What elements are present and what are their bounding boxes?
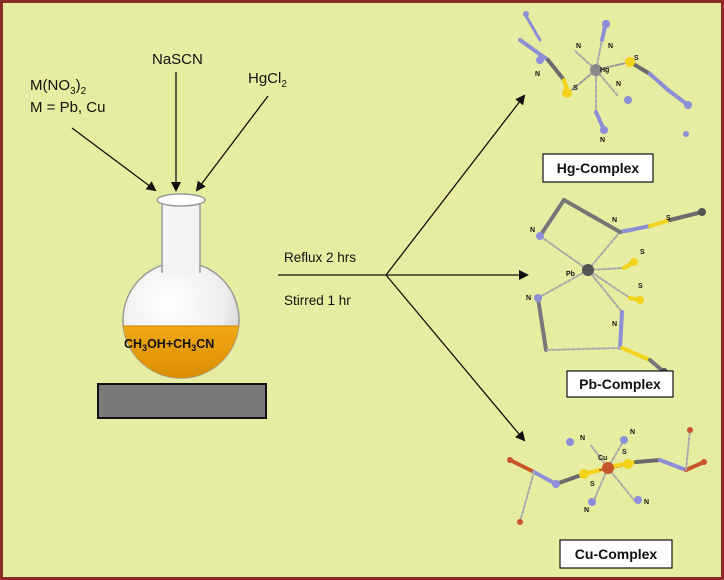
cu-n-label-4: N (644, 499, 649, 506)
metal-salt-arrow (71, 127, 157, 192)
pb-atom-label: Pb (566, 271, 575, 278)
hg-complex-structure: Hg S S N N N N N (518, 11, 692, 144)
pb-complex-box (566, 370, 674, 398)
hg-s-label-2: S (634, 55, 639, 62)
cu-s-label-2: S (622, 449, 627, 456)
arrow-to-hg-complex (385, 94, 526, 276)
solution (123, 326, 239, 378)
pb-n-label-1: N (612, 217, 617, 224)
round-bottom-flask (122, 193, 240, 379)
hgcl2-arrow (195, 95, 269, 192)
cu-n-label-3: N (584, 507, 589, 514)
cu-s-label-1: S (590, 481, 595, 488)
cu-n-label-1: N (580, 435, 585, 442)
hg-n-label-3: N (616, 81, 621, 88)
nascn-label: NaSCN (152, 51, 203, 68)
cu-n-label-2: N (630, 429, 635, 436)
hgcl2-label: HgCl2 (248, 70, 287, 90)
hg-n-label-5: N (535, 71, 540, 78)
pb-s-label-3: S (666, 215, 671, 222)
cu-complex-box (559, 539, 673, 569)
stirred-condition: Stirred 1 hr (284, 293, 351, 308)
hg-n-label-1: N (576, 43, 581, 50)
cu-complex-structure: Cu S S N N N N (507, 427, 707, 525)
hg-complex-box (542, 153, 654, 183)
solvent-label: CH3OH+CH3CN (124, 337, 214, 353)
hg-complex-label: Hg-Complex (557, 160, 640, 176)
pb-s-label-1: S (640, 249, 645, 256)
cu-complex-label: Cu-Complex (575, 546, 658, 562)
pb-complex-structure: Pb S S S N N N N (526, 198, 706, 376)
hot-plate (97, 383, 267, 419)
arrow-to-cu-complex (385, 274, 526, 442)
pb-n-label-3: N (526, 295, 531, 302)
hg-s-label-1: S (573, 85, 578, 92)
metal-definition-label: M = Pb, Cu (30, 99, 105, 116)
pb-n-label-4: N (612, 321, 617, 328)
reflux-condition: Reflux 2 hrs (284, 250, 356, 265)
pb-n-label-2: N (530, 227, 535, 234)
hg-atom-label: Hg (600, 67, 609, 74)
cu-atom-label: Cu (598, 455, 607, 462)
pb-complex-label: Pb-Complex (579, 376, 661, 392)
pb-s-label-2: S (638, 283, 643, 290)
hg-n-label-4: N (600, 137, 605, 144)
hg-n-label-2: N (608, 43, 613, 50)
metal-salt-label: M(NO3)2 (30, 77, 87, 97)
